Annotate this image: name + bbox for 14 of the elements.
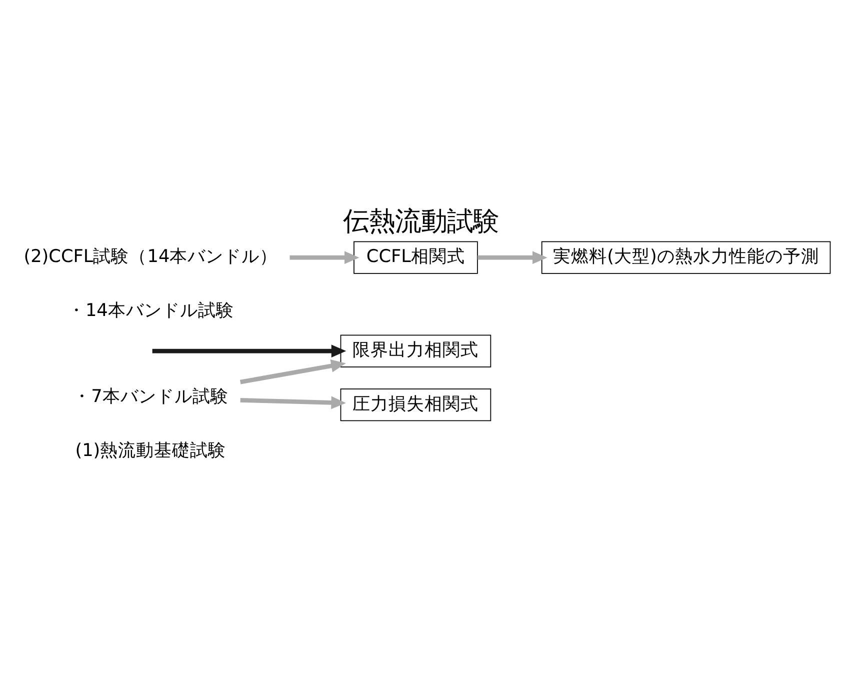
node-box: 圧力損失相関式 bbox=[340, 388, 492, 422]
node-box: 実燃料(大型)の熱水力性能の予測 bbox=[541, 241, 831, 274]
node-box: 限界出力相関式 bbox=[340, 334, 492, 368]
diagram-title: 伝熱流動試験 bbox=[343, 206, 499, 238]
node-text: ・14本バンドル試験 bbox=[67, 300, 234, 321]
arrow bbox=[152, 344, 346, 358]
arrow bbox=[240, 360, 346, 384]
node-text: (2)CCFL試験（14本バンドル） bbox=[24, 246, 278, 267]
arrow bbox=[478, 251, 548, 264]
node-box: CCFL相関式 bbox=[354, 241, 478, 274]
node-text: ・7本バンドル試験 bbox=[73, 387, 228, 408]
arrow bbox=[290, 251, 360, 264]
arrow bbox=[240, 396, 346, 410]
node-text: (1)熱流動基礎試験 bbox=[75, 441, 226, 462]
